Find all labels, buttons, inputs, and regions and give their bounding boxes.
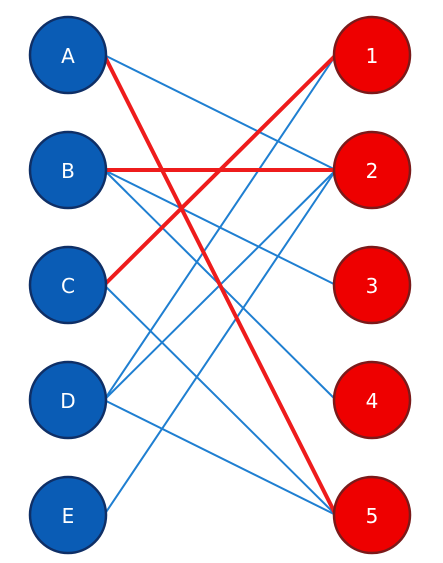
node-circle — [332, 130, 412, 210]
left-node-b: B — [28, 130, 108, 210]
left-node-a: A — [28, 15, 108, 95]
node-label: 3 — [366, 274, 379, 298]
right-node-4: 4 — [332, 360, 412, 440]
edge-c-5 — [103, 284, 337, 516]
node-circle — [332, 15, 412, 95]
right-node-1: 1 — [332, 15, 412, 95]
edges-layer — [102, 53, 338, 517]
node-circle — [332, 475, 412, 555]
node-circle — [28, 130, 108, 210]
edge-d-1 — [103, 54, 337, 401]
left-node-e: E — [28, 475, 108, 555]
node-circle — [28, 475, 108, 555]
right-node-2: 2 — [332, 130, 412, 210]
node-label: 4 — [366, 389, 379, 413]
edge-d-5 — [103, 399, 337, 516]
node-label: B — [61, 159, 75, 183]
node-label: 5 — [366, 504, 379, 528]
node-circle — [332, 360, 412, 440]
node-circle — [28, 15, 108, 95]
right-node-5: 5 — [332, 475, 412, 555]
nodes-layer: A B C D E 1 2 3 4 5 — [28, 15, 412, 555]
node-circle — [28, 360, 108, 440]
right-node-3: 3 — [332, 245, 412, 325]
edge-c-1-highlighted — [102, 53, 338, 287]
node-label: E — [62, 504, 75, 528]
node-label: D — [60, 389, 75, 413]
node-circle — [28, 245, 108, 325]
edge-e-2 — [103, 169, 337, 516]
node-circle — [332, 245, 412, 325]
node-label: 1 — [366, 44, 379, 68]
left-node-d: D — [28, 360, 108, 440]
edge-a-2 — [103, 54, 337, 171]
node-label: A — [61, 44, 75, 68]
left-node-c: C — [28, 245, 108, 325]
node-label: 2 — [366, 159, 379, 183]
node-label: C — [61, 274, 75, 298]
edge-a-5-highlighted — [102, 53, 338, 517]
